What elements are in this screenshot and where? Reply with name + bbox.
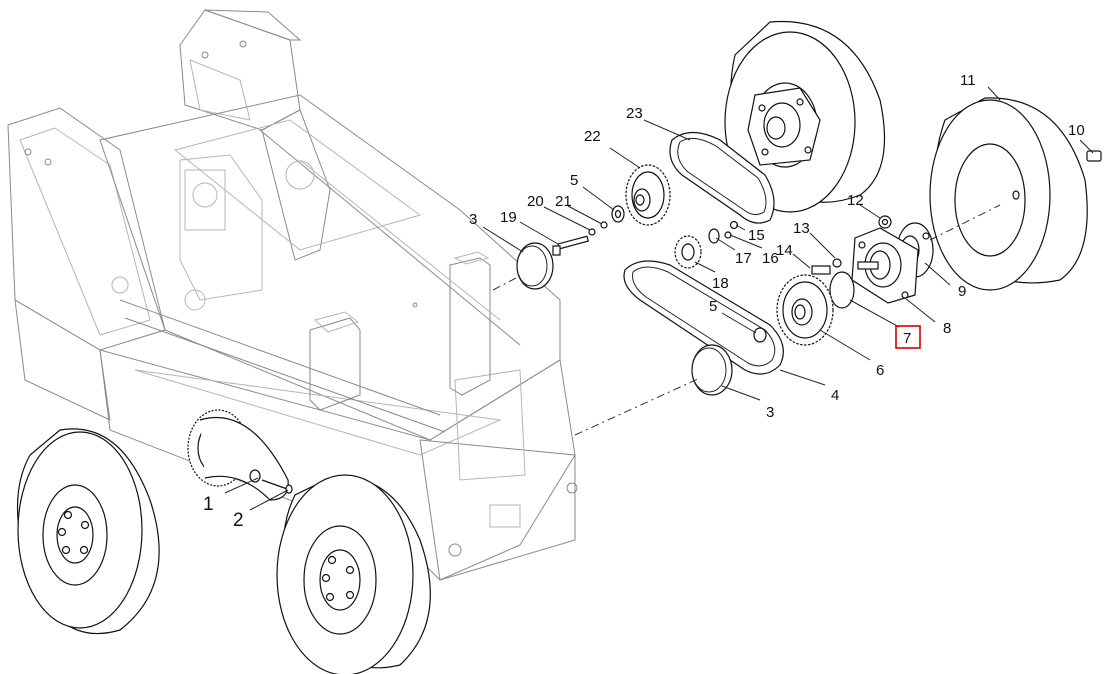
callout-7: 7 [903,330,911,347]
callout-8: 8 [943,320,951,337]
part-10-nut [1086,150,1102,162]
callout-4: 4 [831,387,839,404]
callout-14: 14 [776,242,793,259]
part-18-idler [674,235,702,269]
part-5-washer [611,205,625,223]
callout-2: 2 [233,510,244,531]
callout-12: 12 [847,192,864,209]
callout-20: 20 [527,193,544,210]
callout-21: 21 [555,193,572,210]
callout-9: 9 [958,283,966,300]
callout-23: 23 [626,105,643,122]
part-4-chain [623,260,784,375]
callout-19: 19 [500,209,517,226]
part-3-cover-lower [691,344,733,396]
callout-3-lower: 3 [766,404,774,421]
callout-1: 1 [203,494,214,515]
frame-chain-drive [187,409,293,501]
callout-13: 13 [793,220,810,237]
tire-11 [929,97,1088,291]
wheel-rear-upper [724,20,886,213]
callout-5-lower: 5 [709,298,717,315]
part-6-sprocket [776,274,834,346]
part-12-nut [878,215,892,229]
callout-15: 15 [748,227,765,244]
part-20-washer [588,228,596,236]
part-7-oring [829,271,855,309]
callout-3-upper: 3 [469,211,477,228]
callout-7-highlight-box [895,325,921,349]
callout-17: 17 [735,250,752,267]
part-23-chain [669,131,775,224]
assembly-axis-lines [492,204,1001,436]
callout-22: 22 [584,128,601,145]
callout-10: 10 [1068,122,1085,139]
wheel-front-left [16,428,160,635]
part-15-nut [724,220,739,239]
leader-lines [224,86,1094,511]
callout-16: 16 [762,250,779,267]
part-21-washer [600,221,608,229]
part-3-cover-upper [516,242,554,290]
part-14-bolt [811,258,842,275]
part-22-sprocket [625,164,671,226]
wheel-front-right [276,474,431,674]
callout-5-upper: 5 [570,172,578,189]
callout-11: 11 [960,72,976,89]
callout-18: 18 [712,275,729,292]
callout-6: 6 [876,362,884,379]
callout-labels: 1 2 3 3 4 5 5 6 7 8 9 10 11 12 13 14 15 … [203,72,1085,531]
part-17-washer [708,228,720,244]
part-8-plate [851,227,919,304]
part-19-bolt [552,235,590,256]
